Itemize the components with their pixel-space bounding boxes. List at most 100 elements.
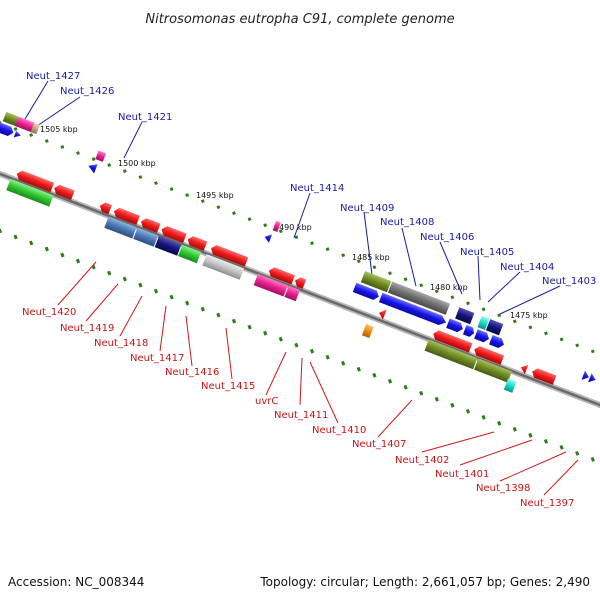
gene-block[interactable] — [14, 116, 36, 133]
scale-tick — [388, 271, 392, 276]
gene-label[interactable]: Neut_1407 — [352, 439, 406, 450]
gene-block[interactable] — [6, 178, 54, 207]
gene-block[interactable] — [272, 220, 281, 233]
gene-label[interactable]: Neut_1402 — [395, 455, 449, 466]
scale-tick — [544, 331, 548, 336]
scale-tick — [154, 181, 158, 186]
gene-arrow[interactable] — [446, 318, 465, 334]
scale-label: 1485 kbp — [352, 253, 390, 262]
gene-block[interactable] — [2, 111, 20, 127]
gene-block[interactable] — [474, 358, 512, 383]
gene-label[interactable]: Neut_1397 — [520, 498, 574, 509]
gene-block[interactable] — [253, 273, 288, 297]
gene-arrow[interactable] — [160, 225, 187, 243]
gene-label[interactable]: Neut_1420 — [22, 307, 76, 318]
scale-tick — [512, 319, 517, 324]
scale-tick — [122, 276, 127, 282]
gene-block[interactable] — [178, 244, 202, 264]
gene-arrow[interactable] — [15, 169, 55, 193]
gene-block[interactable] — [202, 254, 244, 280]
gene-arrow[interactable] — [489, 335, 506, 349]
scale-tick — [590, 349, 595, 354]
gene-label[interactable]: Neut_1410 — [312, 425, 366, 436]
scale-tick — [434, 289, 439, 294]
gene-label[interactable]: Neut_1411 — [274, 410, 328, 421]
gene-label[interactable]: Neut_1417 — [130, 353, 184, 364]
top-gene-labels: Neut_1427 Neut_1426 Neut_1421 Neut_1414 … — [26, 71, 596, 287]
gene-arrow[interactable] — [588, 373, 597, 384]
gene-label[interactable]: Neut_1409 — [340, 203, 394, 214]
gene-block[interactable] — [154, 235, 182, 256]
gene-label[interactable]: Neut_1421 — [118, 112, 172, 123]
scale-tick — [263, 330, 268, 336]
scale-tick — [512, 426, 517, 432]
gene-block[interactable] — [30, 122, 40, 135]
gene-label[interactable]: Neut_1403 — [542, 276, 596, 287]
scale-tick — [107, 163, 112, 168]
gene-arrow[interactable] — [293, 276, 307, 289]
gene-label[interactable]: Neut_1419 — [60, 323, 114, 334]
gene-block[interactable] — [360, 271, 392, 293]
gene-block[interactable] — [485, 319, 504, 336]
scale-tick — [310, 241, 314, 246]
gene-label[interactable]: Neut_1416 — [165, 367, 219, 378]
scale-tick — [29, 240, 34, 246]
gene-block[interactable] — [361, 323, 374, 339]
gene-arrow[interactable] — [98, 201, 112, 215]
gene-label[interactable]: Neut_1415 — [201, 381, 255, 392]
gene-label[interactable]: uvrC — [255, 396, 278, 407]
gene-label[interactable]: Neut_1426 — [60, 86, 114, 97]
gene-arrow[interactable] — [139, 217, 161, 233]
gene-track — [0, 111, 597, 393]
scale-tick — [278, 229, 283, 234]
gene-label[interactable]: Neut_1398 — [476, 483, 530, 494]
gene-arrow[interactable] — [87, 161, 98, 174]
gene-arrow[interactable] — [263, 232, 273, 243]
gene-arrow[interactable] — [530, 367, 557, 385]
gene-arrow[interactable] — [519, 363, 529, 375]
gene-block[interactable] — [477, 315, 490, 330]
gene-label[interactable]: Neut_1404 — [500, 262, 554, 273]
gene-block[interactable] — [284, 285, 301, 302]
gene-block[interactable] — [455, 307, 475, 325]
gene-label[interactable]: Neut_1427 — [26, 71, 80, 82]
gene-arrow[interactable] — [186, 235, 208, 251]
gene-label[interactable]: Neut_1406 — [420, 232, 474, 243]
scale-tick — [341, 253, 346, 258]
gene-block[interactable] — [95, 150, 107, 162]
bottom-leader-lines — [57, 261, 579, 496]
gene-arrow[interactable] — [112, 206, 140, 226]
gene-block[interactable] — [503, 378, 517, 393]
gene-block[interactable] — [387, 281, 451, 315]
gene-block[interactable] — [133, 227, 159, 247]
scale-tick — [138, 175, 143, 180]
gene-label[interactable]: Neut_1405 — [460, 247, 514, 258]
gene-arrow[interactable] — [581, 370, 590, 382]
gene-label[interactable]: Neut_1418 — [94, 338, 148, 349]
gene-arrow[interactable] — [431, 329, 473, 353]
gene-arrow[interactable] — [13, 130, 22, 140]
scale-tick — [294, 342, 299, 348]
scale-tick — [91, 157, 96, 161]
gene-arrow[interactable] — [267, 266, 295, 285]
gene-arrow[interactable] — [472, 345, 505, 365]
gene-arrow[interactable] — [52, 183, 75, 200]
gene-label[interactable]: Neut_1401 — [435, 469, 489, 480]
gene-arrow[interactable] — [377, 307, 387, 320]
gene-arrow[interactable] — [352, 282, 381, 302]
gene-arrow[interactable] — [474, 329, 491, 343]
scale-tick — [247, 217, 252, 222]
gene-arrow[interactable] — [378, 292, 448, 327]
gene-block[interactable] — [104, 216, 137, 239]
gene-arrow[interactable] — [0, 121, 15, 138]
scale-tick — [356, 259, 361, 264]
gene-label[interactable]: Neut_1408 — [380, 217, 434, 228]
gene-label[interactable]: Neut_1414 — [290, 183, 344, 194]
genome-summary-text: Topology: circular; Length: 2,661,057 bp… — [259, 575, 590, 589]
gene-arrow[interactable] — [209, 244, 249, 267]
gene-block[interactable] — [424, 339, 478, 370]
scale-tick — [122, 169, 127, 174]
gene-arrow[interactable] — [462, 324, 476, 338]
scale-tick — [575, 450, 580, 456]
scale-tick — [13, 234, 18, 240]
